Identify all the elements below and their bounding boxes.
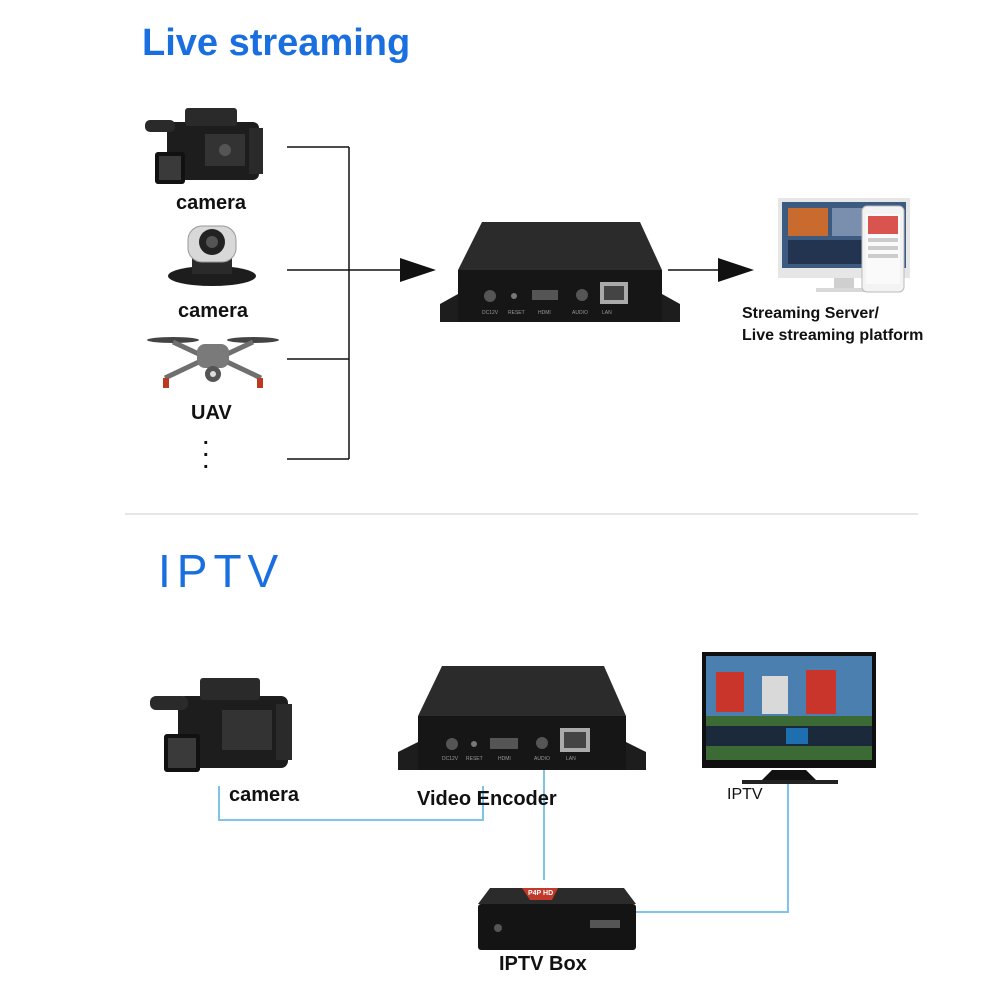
destination-label-line1: Streaming Server/ <box>742 305 879 322</box>
port-label-hdmi-iptv: HDMI <box>498 756 511 762</box>
television-icon <box>702 652 876 784</box>
video-encoder-device-iptv <box>398 666 646 770</box>
source-label-uav: UAV <box>191 402 232 424</box>
live-streaming-title: Live streaming <box>142 22 411 64</box>
port-label-audio: AUDIO <box>572 310 588 316</box>
port-label-hdmi: HDMI <box>538 310 551 316</box>
port-label-lan: LAN <box>602 310 612 316</box>
destination-label-line2: Live streaming platform <box>742 327 924 344</box>
drone-icon <box>147 337 279 388</box>
iptv-box-brand: P4P HD <box>528 890 554 897</box>
iptv-box-icon <box>478 888 636 950</box>
iptv-camera-label: camera <box>229 784 300 806</box>
more-sources-indicator: . . . <box>203 427 209 473</box>
camcorder-icon-iptv <box>150 678 292 772</box>
arrow-to-encoder-icon <box>400 258 436 282</box>
phone-icon <box>861 205 905 293</box>
iptv-title: IPTV <box>158 545 285 597</box>
encoder-port-labels-iptv: DC12V RESET HDMI AUDIO LAN <box>418 756 618 766</box>
source-label-camera-1: camera <box>176 192 247 214</box>
port-label-reset-iptv: RESET <box>466 756 483 762</box>
source-label-camera-2: camera <box>178 300 249 322</box>
ptz-camera-icon <box>168 225 256 286</box>
encoder-port-labels: DC12V RESET HDMI AUDIO LAN <box>456 310 636 320</box>
source-connector-lines <box>287 146 433 460</box>
port-label-reset: RESET <box>508 310 525 316</box>
video-encoder-label: Video Encoder <box>417 788 557 810</box>
iptv-tv-label: IPTV <box>727 786 763 803</box>
arrow-to-server-icon <box>718 258 754 282</box>
port-label-audio-iptv: AUDIO <box>534 756 550 762</box>
cable-lines <box>218 758 789 913</box>
port-label-lan-iptv: LAN <box>566 756 576 762</box>
iptv-box-label: IPTV Box <box>499 953 587 975</box>
port-label-dc12v: DC12V <box>482 310 499 316</box>
camcorder-icon <box>145 108 263 184</box>
port-label-dc12v-iptv: DC12V <box>442 756 459 762</box>
video-encoder-device <box>440 222 680 322</box>
